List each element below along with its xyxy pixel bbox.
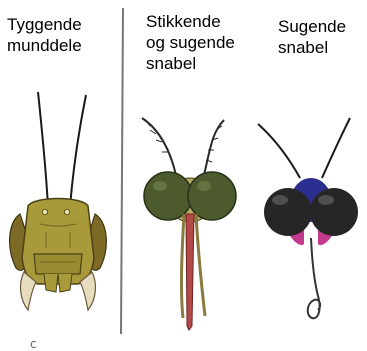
piercing-palp-left [181,214,184,318]
chewing-antenna-left [38,92,48,207]
sucking-eye-right [310,188,358,236]
piercing-eye-right [188,172,236,220]
sucking-proboscis [308,238,320,318]
divider-line [121,8,123,334]
chewing-ocellus-left [42,209,47,214]
piercing-antenna-left [142,118,176,175]
piercing-head-illustration [142,118,236,330]
chewing-ocellus-right [64,209,69,214]
sucking-eye-left [264,188,312,236]
stray-mark: c [30,337,37,351]
piercing-eye-left [144,172,192,220]
chewing-labrum [34,254,82,274]
chewing-head-illustration [10,92,107,310]
sucking-antenna-left [258,124,300,178]
piercing-antenna-right [204,120,224,175]
piercing-palp-right [196,214,205,316]
sucking-antenna-right [322,118,350,178]
piercing-proboscis [186,214,194,330]
chewing-antenna-right [70,95,86,207]
sucking-head-illustration [258,118,358,318]
